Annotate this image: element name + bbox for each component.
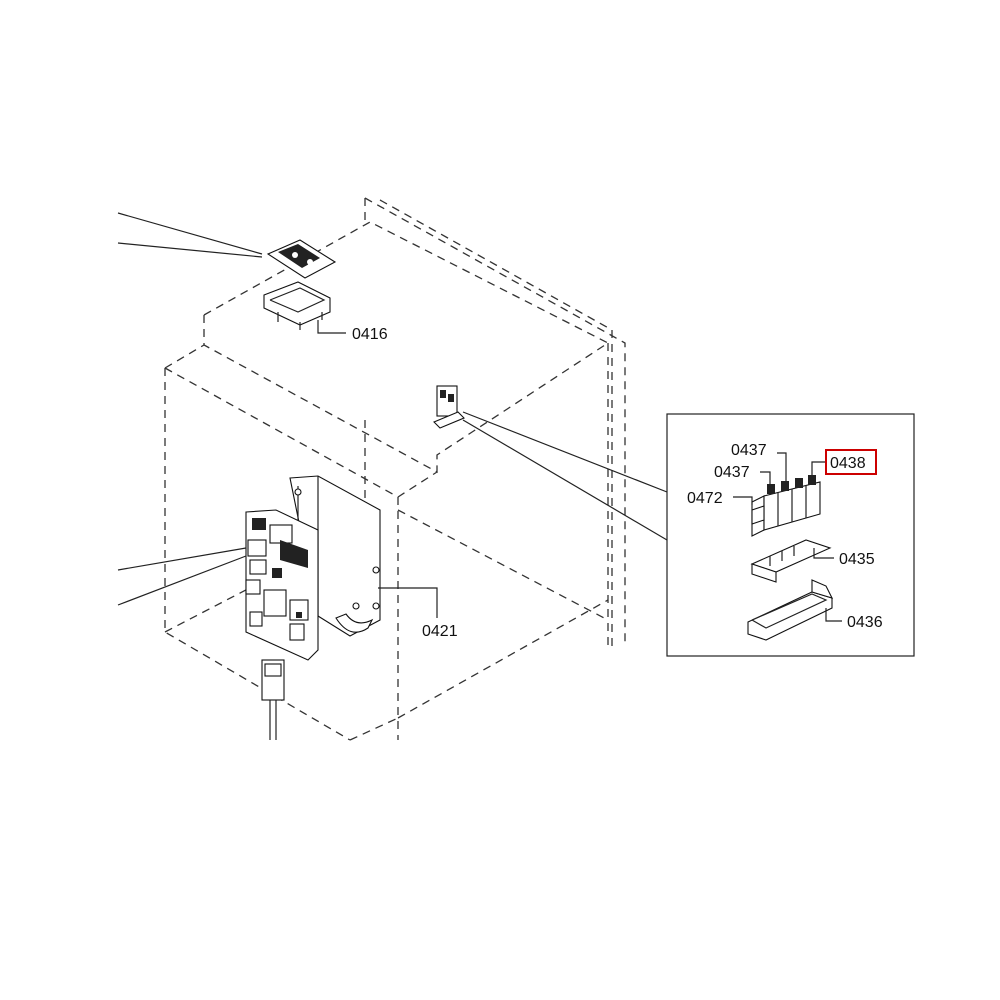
part-label-0436: 0436 bbox=[847, 614, 883, 631]
control-board-0421 bbox=[245, 509, 319, 661]
zoom-callout-line-top bbox=[462, 411, 668, 493]
leader-line-0438 bbox=[811, 461, 826, 480]
part-label-0437-top: 0437 bbox=[731, 442, 767, 459]
power-plug-cable bbox=[261, 659, 285, 740]
leader-line-top-module-1 bbox=[117, 212, 263, 255]
appliance-housing-outline bbox=[164, 197, 626, 741]
bracket-0416 bbox=[263, 281, 331, 330]
leader-line-top-module-2 bbox=[117, 242, 263, 258]
part-label-0416: 0416 bbox=[352, 326, 388, 343]
insert-strip-0435 bbox=[750, 539, 832, 583]
zoom-callout-line-bottom bbox=[462, 419, 668, 541]
leader-line-board-1 bbox=[117, 547, 247, 571]
control-board-bracket bbox=[289, 475, 381, 637]
tray-0436 bbox=[747, 579, 834, 641]
switch-module-small bbox=[433, 385, 465, 429]
leader-line-0436 bbox=[825, 608, 842, 622]
leader-line-board-2 bbox=[117, 555, 247, 606]
part-label-0421: 0421 bbox=[422, 623, 458, 640]
highlight-box-0438 bbox=[825, 449, 877, 475]
leader-line-0421 bbox=[378, 587, 438, 618]
detail-inset-frame bbox=[666, 413, 915, 657]
part-label-0437-bottom: 0437 bbox=[714, 464, 750, 481]
part-label-0435: 0435 bbox=[839, 551, 875, 568]
part-label-0472: 0472 bbox=[687, 490, 723, 507]
leader-line-0472 bbox=[733, 496, 753, 505]
leader-line-0437-a bbox=[777, 452, 787, 490]
switch-block-assembly bbox=[751, 475, 821, 537]
leader-line-0416 bbox=[317, 320, 346, 334]
module-0416-board bbox=[266, 239, 337, 279]
part-label-0438: 0438 bbox=[830, 455, 866, 472]
leader-line-0437-b bbox=[760, 471, 771, 494]
leader-line-0435 bbox=[813, 548, 834, 559]
